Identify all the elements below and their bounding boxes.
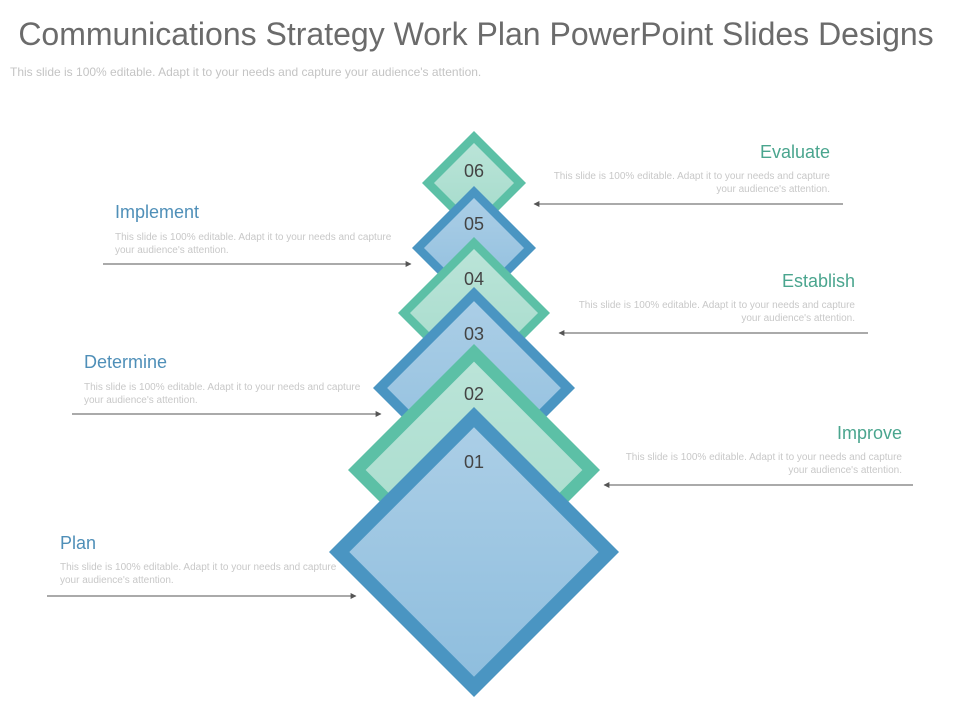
diamond-shine-01	[349, 427, 599, 677]
slide-title: Communications Strategy Work Plan PowerP…	[18, 16, 934, 52]
diamond-step-01: 01	[329, 407, 619, 697]
diamond-step-06: 06	[422, 131, 526, 235]
step-number-06: 06	[464, 161, 484, 181]
step-heading-05: Implement	[115, 202, 200, 222]
step-heading-03: Determine	[84, 352, 168, 372]
step-number-03: 03	[464, 324, 484, 344]
step-description-04: This slide is 100% editable. Adapt it to…	[578, 300, 855, 324]
step-number-05: 05	[464, 214, 484, 234]
step-description-02: This slide is 100% editable. Adapt it to…	[625, 452, 902, 476]
step-heading-04: Establish	[781, 271, 855, 291]
step-heading-06: Evaluate	[759, 142, 830, 162]
step-description-05: This slide is 100% editable. Adapt it to…	[115, 232, 392, 256]
step-description-01: This slide is 100% editable. Adapt it to…	[60, 562, 337, 586]
diamond-shine-06	[434, 143, 514, 223]
step-number-02: 02	[464, 384, 484, 404]
step-description-06: This slide is 100% editable. Adapt it to…	[553, 171, 830, 195]
step-heading-01: Plan	[60, 533, 97, 553]
step-number-01: 01	[464, 452, 484, 472]
step-description-03: This slide is 100% editable. Adapt it to…	[84, 382, 361, 406]
step-heading-02: Improve	[836, 423, 902, 443]
step-number-04: 04	[464, 269, 484, 289]
slide-subtitle: This slide is 100% editable. Adapt it to…	[10, 65, 482, 79]
